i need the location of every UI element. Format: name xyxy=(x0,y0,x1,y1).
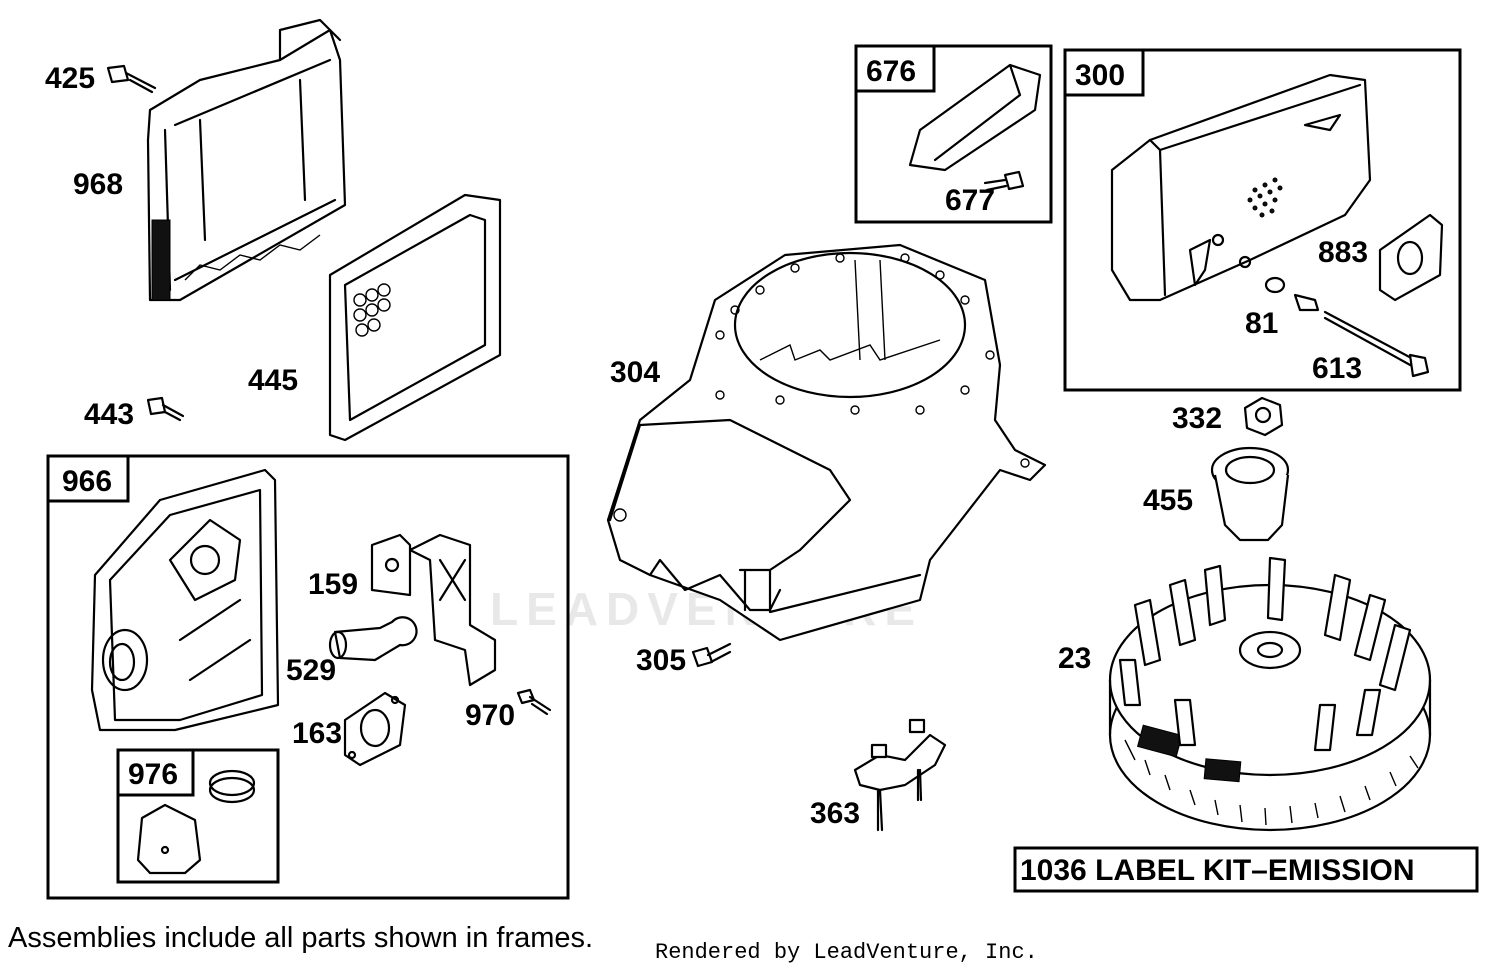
starter-cup-455[interactable] xyxy=(1210,446,1290,542)
callout-332: 332 xyxy=(1172,402,1222,435)
flywheel-23[interactable] xyxy=(1108,556,1432,832)
spacer-81[interactable] xyxy=(1264,276,1320,312)
callout-163: 163 xyxy=(292,717,342,750)
frame-300-tag xyxy=(1063,48,1145,97)
frame-label-300: 300 xyxy=(1075,59,1125,92)
callout-159: 159 xyxy=(308,568,358,601)
elbow-529[interactable] xyxy=(328,616,418,662)
callout-970: 970 xyxy=(465,699,515,732)
screw-677[interactable] xyxy=(983,170,1025,192)
muffler-300[interactable] xyxy=(1110,73,1372,302)
callout-81: 81 xyxy=(1245,307,1278,340)
callout-883: 883 xyxy=(1318,236,1368,269)
bolt-613[interactable] xyxy=(1323,310,1430,378)
assemblies-footnote: Assemblies include all parts shown in fr… xyxy=(8,922,594,954)
frame-label-976: 976 xyxy=(128,758,178,791)
bolt-425[interactable] xyxy=(106,64,157,94)
callout-529: 529 xyxy=(286,654,336,687)
gasket-883[interactable] xyxy=(1378,213,1444,302)
blower-housing-304[interactable] xyxy=(606,243,1047,642)
callout-304: 304 xyxy=(610,356,660,389)
callout-968: 968 xyxy=(73,168,123,201)
screw-970[interactable] xyxy=(516,688,552,716)
nut-332[interactable] xyxy=(1243,396,1284,437)
primer-bulb-976[interactable] xyxy=(136,803,202,875)
render-credit: Rendered by LeadVenture, Inc. xyxy=(655,940,1038,965)
frame-300 xyxy=(1063,48,1462,392)
gasket-159[interactable] xyxy=(370,533,412,597)
carburetor-body-966[interactable] xyxy=(90,468,280,732)
callout-425: 425 xyxy=(45,62,95,95)
callout-445: 445 xyxy=(248,364,298,397)
callout-305: 305 xyxy=(636,644,686,677)
frame-676-tag xyxy=(854,44,936,93)
air-filter-445[interactable] xyxy=(328,193,502,442)
label-kit-text: 1036 LABEL KIT–EMISSION xyxy=(1020,854,1415,887)
screw-443[interactable] xyxy=(146,396,185,422)
retainer-ring-976[interactable] xyxy=(208,769,256,804)
frame-966 xyxy=(46,454,570,900)
frame-label-676: 676 xyxy=(866,55,916,88)
gasket-163[interactable] xyxy=(343,691,407,767)
bracket-970[interactable] xyxy=(408,533,497,687)
callout-443: 443 xyxy=(84,398,134,431)
label-kit-box xyxy=(1013,846,1479,893)
callout-677: 677 xyxy=(945,184,995,217)
frame-976 xyxy=(116,748,280,884)
callout-23: 23 xyxy=(1058,642,1091,675)
armature-363[interactable] xyxy=(853,718,947,832)
frame-label-966: 966 xyxy=(62,465,112,498)
callout-363: 363 xyxy=(810,797,860,830)
frame-676 xyxy=(854,44,1053,224)
frame-966-tag xyxy=(46,454,130,503)
screw-305[interactable] xyxy=(691,642,732,668)
callout-613: 613 xyxy=(1312,352,1362,385)
callout-455: 455 xyxy=(1143,484,1193,517)
heat-shield-676[interactable] xyxy=(908,63,1042,172)
air-cleaner-base-968[interactable] xyxy=(146,18,347,302)
frame-976-tag xyxy=(116,748,195,797)
